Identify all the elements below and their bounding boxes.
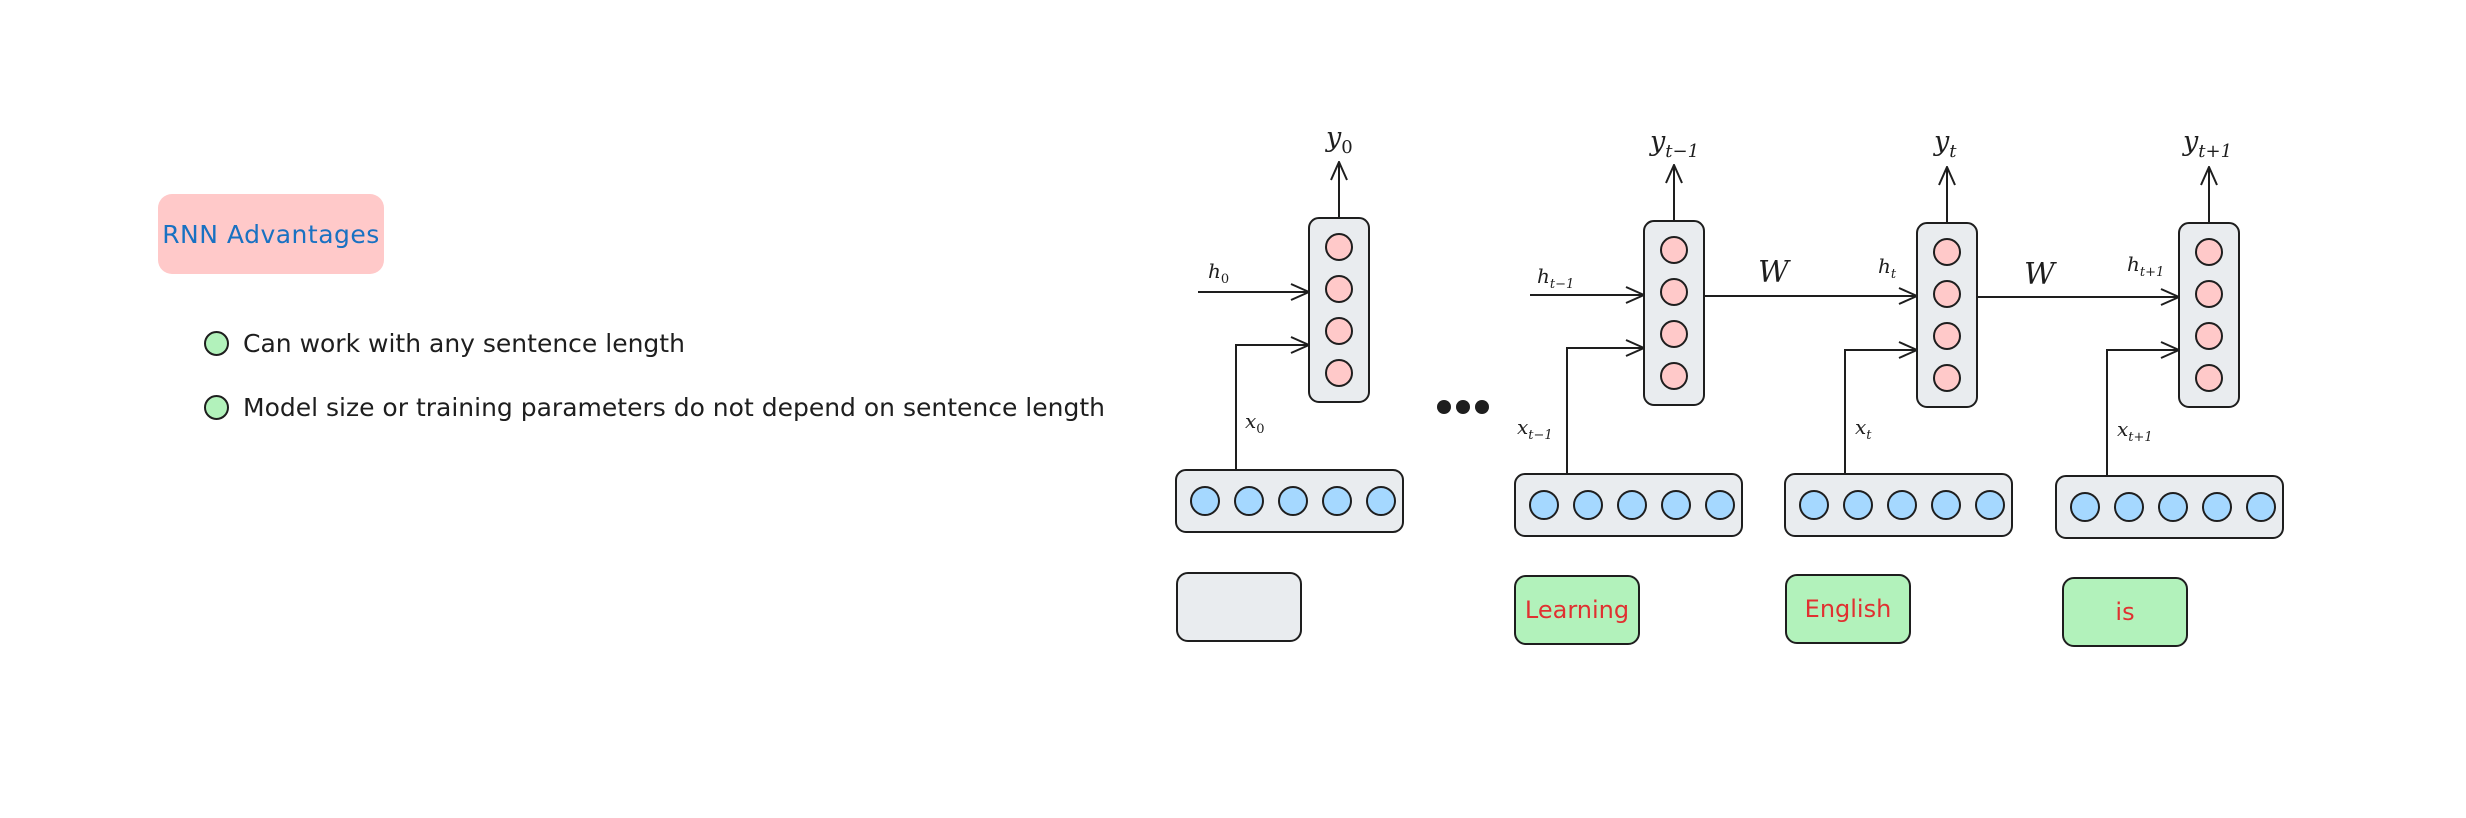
input-node	[1887, 490, 1917, 520]
word-box-is: is	[2062, 577, 2188, 647]
word-box-learning: Learning	[1514, 575, 1640, 645]
hidden-label: ht	[1878, 254, 1897, 282]
input-node	[1234, 486, 1264, 516]
input-node	[1573, 490, 1603, 520]
hidden-label: ht+1	[2127, 252, 2164, 280]
advantage-item: Can work with any sentence length	[204, 329, 685, 358]
advantage-text: Can work with any sentence length	[243, 329, 685, 358]
advantage-item: Model size or training parameters do not…	[204, 393, 1105, 422]
output-label: y0	[1325, 122, 1353, 158]
input-node	[1278, 486, 1308, 516]
input-node	[2158, 492, 2188, 522]
input-node	[1843, 490, 1873, 520]
hidden-node	[1325, 317, 1353, 345]
output-label: yt+1	[2182, 126, 2232, 162]
hidden-label: ht−1	[1537, 264, 1574, 292]
input-node	[1617, 490, 1647, 520]
input-node	[1322, 486, 1352, 516]
hidden-node	[2195, 322, 2223, 350]
input-label: x0	[1245, 409, 1265, 437]
advantage-text: Model size or training parameters do not…	[243, 393, 1105, 422]
hidden-node	[1325, 275, 1353, 303]
bullet-dot-icon	[204, 395, 229, 420]
input-node	[1975, 490, 2005, 520]
output-label: yt−1	[1649, 126, 1699, 162]
input-label: xt	[1855, 415, 1872, 443]
hidden-node	[1660, 362, 1688, 390]
input-node	[1366, 486, 1396, 516]
input-label: xt+1	[2117, 417, 2153, 445]
hidden-node	[1660, 320, 1688, 348]
input-arrow	[1566, 348, 1644, 474]
input-node	[1190, 486, 1220, 516]
hidden-node	[1933, 364, 1961, 392]
ellipsis-dot	[1475, 400, 1489, 414]
input-node	[2070, 492, 2100, 522]
weight-label: W	[1758, 255, 1791, 290]
hidden-node	[1325, 359, 1353, 387]
input-arrow	[1235, 345, 1309, 470]
hidden-node	[1660, 236, 1688, 264]
input-arrow	[1844, 350, 1917, 474]
ellipsis-dot	[1456, 400, 1470, 414]
input-node	[2114, 492, 2144, 522]
weight-label: W	[2024, 257, 2057, 292]
word-box-english: English	[1785, 574, 1911, 644]
hidden-node	[1660, 278, 1688, 306]
hidden-node	[1325, 233, 1353, 261]
output-label: yt	[1933, 126, 1957, 162]
input-label: xt−1	[1517, 415, 1553, 443]
input-arrow	[2106, 350, 2179, 476]
input-node	[2246, 492, 2276, 522]
title-badge: RNN Advantages	[158, 194, 384, 274]
hidden-node	[2195, 280, 2223, 308]
hidden-node	[1933, 322, 1961, 350]
hidden-node	[1933, 280, 1961, 308]
hidden-node	[1933, 238, 1961, 266]
word-box-empty	[1176, 572, 1302, 642]
ellipsis-dot	[1437, 400, 1451, 414]
hidden-label: h0	[1208, 259, 1229, 287]
hidden-node	[2195, 364, 2223, 392]
input-node	[2202, 492, 2232, 522]
input-node	[1529, 490, 1559, 520]
bullet-dot-icon	[204, 331, 229, 356]
input-node	[1931, 490, 1961, 520]
hidden-node	[2195, 238, 2223, 266]
title-text: RNN Advantages	[162, 219, 380, 249]
input-node	[1705, 490, 1735, 520]
input-node	[1661, 490, 1691, 520]
input-node	[1799, 490, 1829, 520]
